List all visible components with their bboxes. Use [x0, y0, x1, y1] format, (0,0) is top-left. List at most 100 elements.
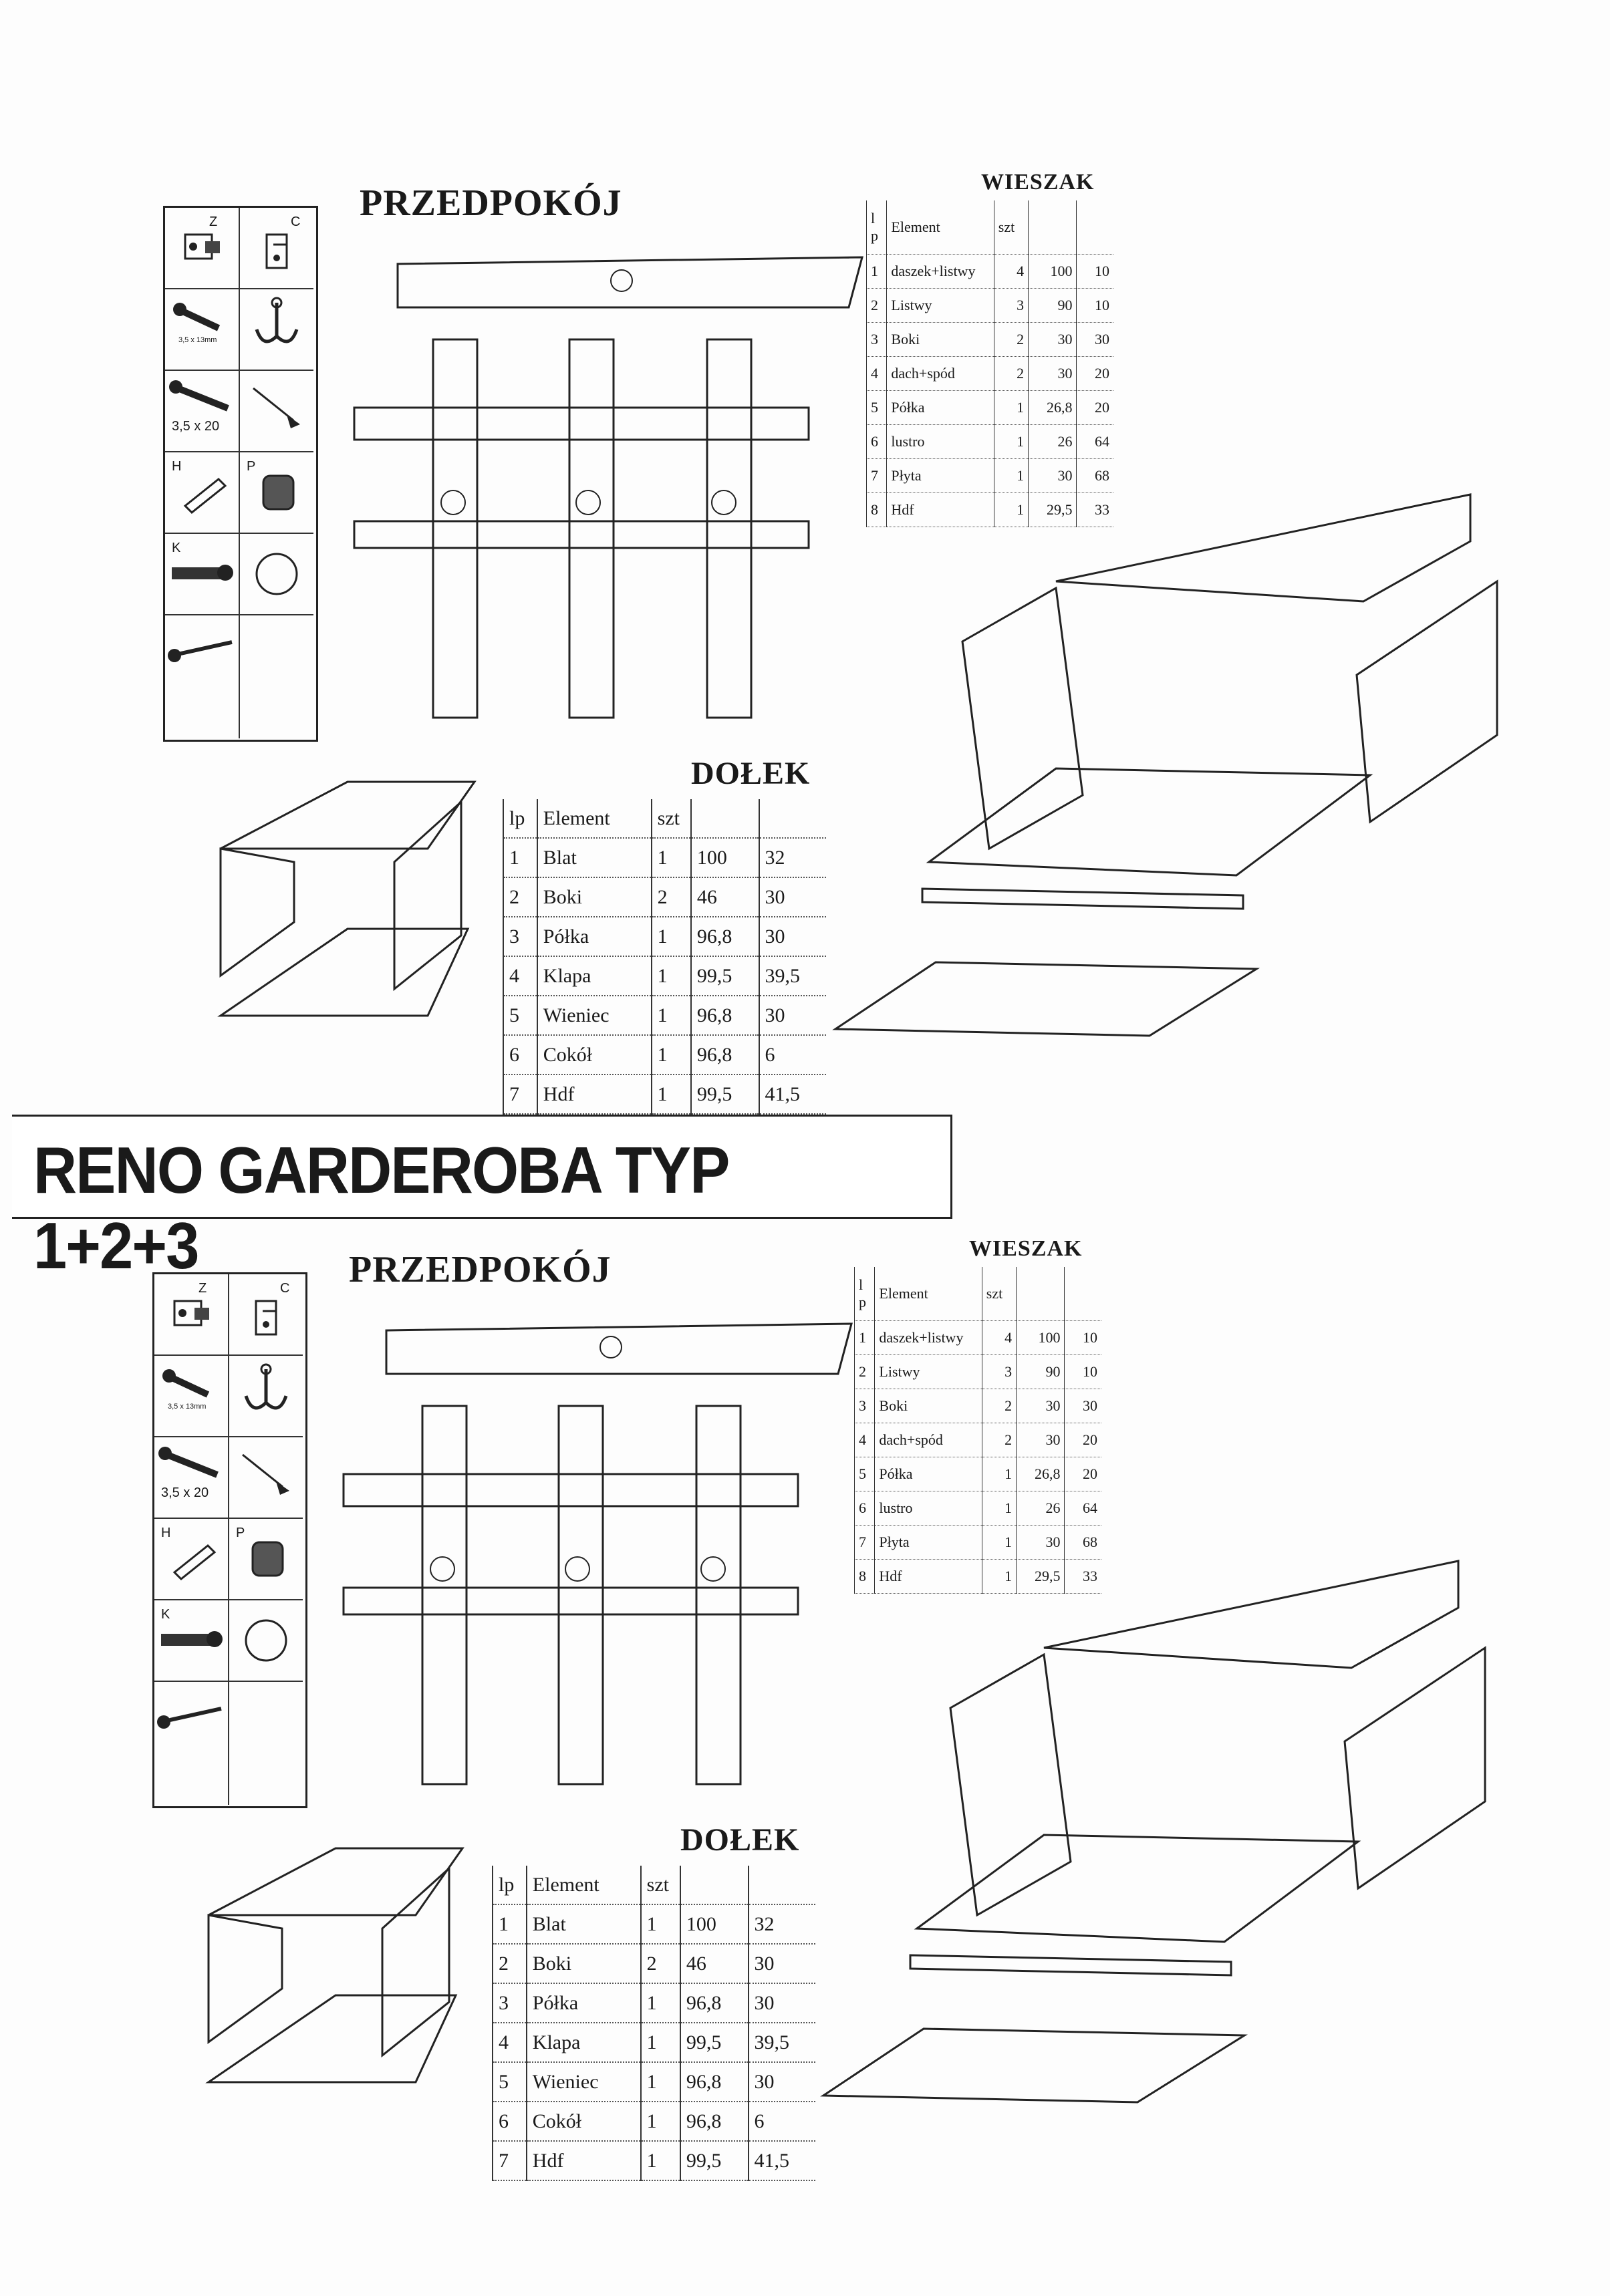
hinge-icon	[184, 233, 220, 260]
part-cell-c: C	[240, 208, 313, 289]
long-screw-icon	[158, 1447, 219, 1478]
instruction-sheet-top: PRZEDPOKÓJ Z C 3,5 x 13mm 3,5 x 20 H P K	[0, 0, 1610, 1115]
knob-icon	[255, 553, 298, 595]
hardware-parts-grid: Z C 3,5 x 13mm 3,5 x 20 H P K	[163, 206, 318, 742]
part-cell-p: P	[229, 1519, 303, 1600]
instruction-sheet-bottom: PRZEDPOKÓJ Z C 3,5 x 13mm 3,5 x 20 H P K	[0, 1069, 1610, 2181]
hinge-icon	[173, 1300, 209, 1326]
part-cell-z: Z	[154, 1274, 229, 1356]
part-cell-c: C	[229, 1274, 303, 1356]
nail-icon	[242, 1453, 289, 1495]
part-cell-bolt	[154, 1682, 229, 1805]
part-cell-z: Z	[165, 208, 240, 289]
dolek-cabinet-drawing	[217, 780, 477, 1017]
cam-bolt-icon	[172, 565, 233, 581]
part-cell-screw-small: 3,5 x 13mm	[154, 1356, 229, 1437]
coat-hook-icon	[244, 1363, 288, 1410]
coat-hook-icon	[255, 297, 299, 343]
bolt-icon	[168, 640, 233, 662]
exploded-cabinet-drawing	[820, 1560, 1486, 2104]
bracket-icon	[255, 1300, 277, 1336]
cam-bolt-icon	[161, 1631, 223, 1647]
title-banner: RENO GARDEROBA TYP 1+2+3	[12, 1115, 952, 1282]
wieszak-assembly-drawing	[353, 256, 863, 719]
part-cell-k: K	[154, 1600, 229, 1682]
dowel-icon	[183, 477, 227, 515]
przedpokoj-title: PRZEDPOKÓJ	[349, 1249, 612, 1290]
part-cell-bolt	[165, 615, 240, 738]
dolek-cabinet-drawing	[205, 1847, 464, 2084]
wieszak-assembly-drawing	[342, 1322, 853, 1785]
przedpokoj-title: PRZEDPOKÓJ	[360, 182, 622, 224]
bracket-icon	[265, 233, 288, 269]
part-cell-nail	[240, 371, 313, 452]
dolek-title: DOŁEK	[691, 756, 811, 791]
cam-lock-icon	[251, 1541, 284, 1577]
nail-icon	[253, 387, 300, 428]
bolt-icon	[157, 1707, 222, 1729]
part-cell-hook	[229, 1356, 303, 1437]
part-cell-screw-small: 3,5 x 13mm	[165, 289, 240, 371]
dolek-title: DOŁEK	[680, 1822, 800, 1858]
part-cell-knob	[229, 1600, 303, 1682]
part-cell-hook	[240, 289, 313, 371]
cam-lock-icon	[262, 474, 295, 511]
part-cell-p: P	[240, 452, 313, 534]
part-cell-h: H	[165, 452, 240, 534]
part-cell-h: H	[154, 1519, 229, 1600]
part-cell-k: K	[165, 534, 240, 615]
wieszak-title: WIESZAK	[981, 170, 1095, 194]
hardware-parts-grid: Z C 3,5 x 13mm 3,5 x 20 H P K	[152, 1272, 307, 1808]
banner-title: RENO GARDEROBA TYP 1+2+3	[33, 1133, 729, 1282]
long-screw-icon	[169, 380, 229, 412]
knob-icon	[245, 1619, 287, 1662]
part-cell-knob	[240, 534, 313, 615]
wieszak-title: WIESZAK	[969, 1236, 1083, 1261]
dowel-icon	[172, 1544, 217, 1581]
part-cell-screw-large: 3,5 x 20	[165, 371, 240, 452]
part-cell-screw-large: 3,5 x 20	[154, 1437, 229, 1519]
screw-icon	[162, 1369, 210, 1398]
part-cell-nail	[229, 1437, 303, 1519]
exploded-cabinet-drawing	[832, 493, 1498, 1037]
screw-icon	[173, 303, 221, 331]
